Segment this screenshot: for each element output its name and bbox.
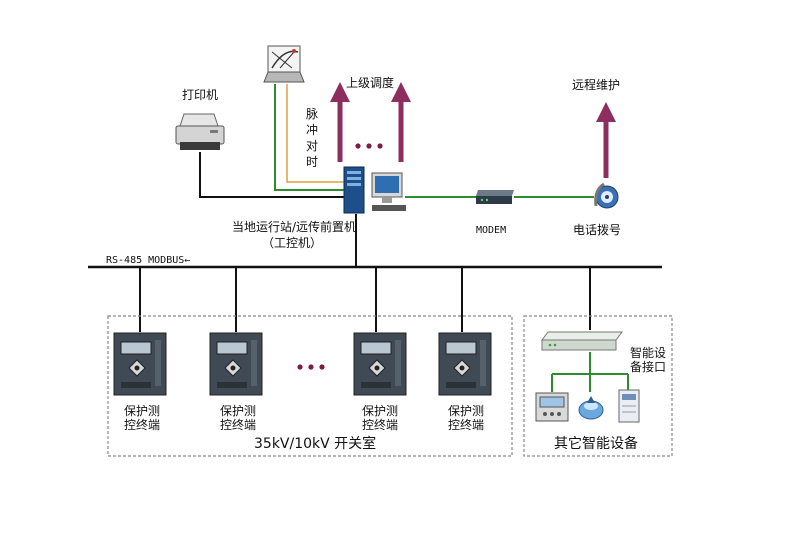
protection-terminal-icon-2 [209, 332, 263, 396]
gps-orange-link [286, 84, 345, 183]
modem-label: MODEM [476, 225, 507, 236]
other-devices-label: 其它智能设备 [554, 436, 638, 452]
industrial-pc-icon [343, 166, 406, 214]
station-label-line2: （工控机） [262, 236, 323, 250]
station-label-line1: 当地运行站/远传前置机 [232, 220, 357, 234]
gps-antenna-icon [263, 45, 305, 83]
smart-interface-rack-icon [541, 331, 623, 351]
ups-cabinet-icon [618, 389, 640, 423]
protection-units-ellipsis [297, 364, 325, 370]
protection-terminal-icon-3 [353, 332, 407, 396]
pulse-sync-label: 脉 冲 对 时 [305, 106, 319, 170]
protection-unit-label-3: 保护测 控终端 [362, 404, 398, 432]
protection-unit-4-line1: 保护测 [448, 404, 485, 418]
smart-interface-label: 智能设 备接口 [630, 346, 666, 374]
protection-terminal-icon-4 [438, 332, 492, 396]
pulse-char-2: 冲 [305, 123, 318, 137]
remote-maint-label: 远程维护 [572, 78, 621, 92]
protection-unit-1-line1: 保护测 [124, 404, 161, 418]
protection-unit-label-1: 保护测 控终端 [124, 404, 160, 432]
water-device-icon [578, 396, 604, 420]
upper-dispatch-label: 上级调度 [346, 76, 395, 90]
protection-unit-3-line1: 保护测 [362, 404, 399, 418]
smart-interface-line2: 备接口 [630, 360, 667, 374]
other-devices-box [523, 315, 673, 457]
protection-unit-label-2: 保护测 控终端 [220, 404, 256, 432]
power-meter-icon [535, 392, 569, 422]
printer-to-station-line [199, 152, 345, 198]
switchgear-room-label: 35kV/10kV 开关室 [254, 436, 377, 452]
bus-label: RS-485 MODBUS← [106, 255, 191, 266]
pulse-char-3: 对 [305, 139, 318, 153]
protection-terminal-icon-1 [113, 332, 167, 396]
protection-unit-2-line1: 保护测 [220, 404, 257, 418]
protection-unit-3-line2: 控终端 [362, 418, 399, 432]
modem-icon [476, 190, 514, 204]
dial-label: 电话拨号 [573, 223, 622, 237]
upper-dispatch-ellipsis [355, 143, 383, 149]
gps-green-link [274, 84, 345, 191]
pulse-char-1: 脉 [305, 107, 318, 121]
protection-unit-2-line2: 控终端 [220, 418, 257, 432]
printer-icon [175, 113, 225, 150]
telephone-dial-icon [594, 182, 619, 209]
printer-label: 打印机 [182, 88, 219, 102]
protection-unit-1-line2: 控终端 [124, 418, 161, 432]
pulse-char-4: 时 [305, 155, 318, 169]
smart-interface-line1: 智能设 [630, 346, 667, 360]
protection-unit-label-4: 保护测 控终端 [448, 404, 484, 432]
switchgear-room-box [107, 315, 513, 457]
protection-unit-4-line2: 控终端 [448, 418, 485, 432]
